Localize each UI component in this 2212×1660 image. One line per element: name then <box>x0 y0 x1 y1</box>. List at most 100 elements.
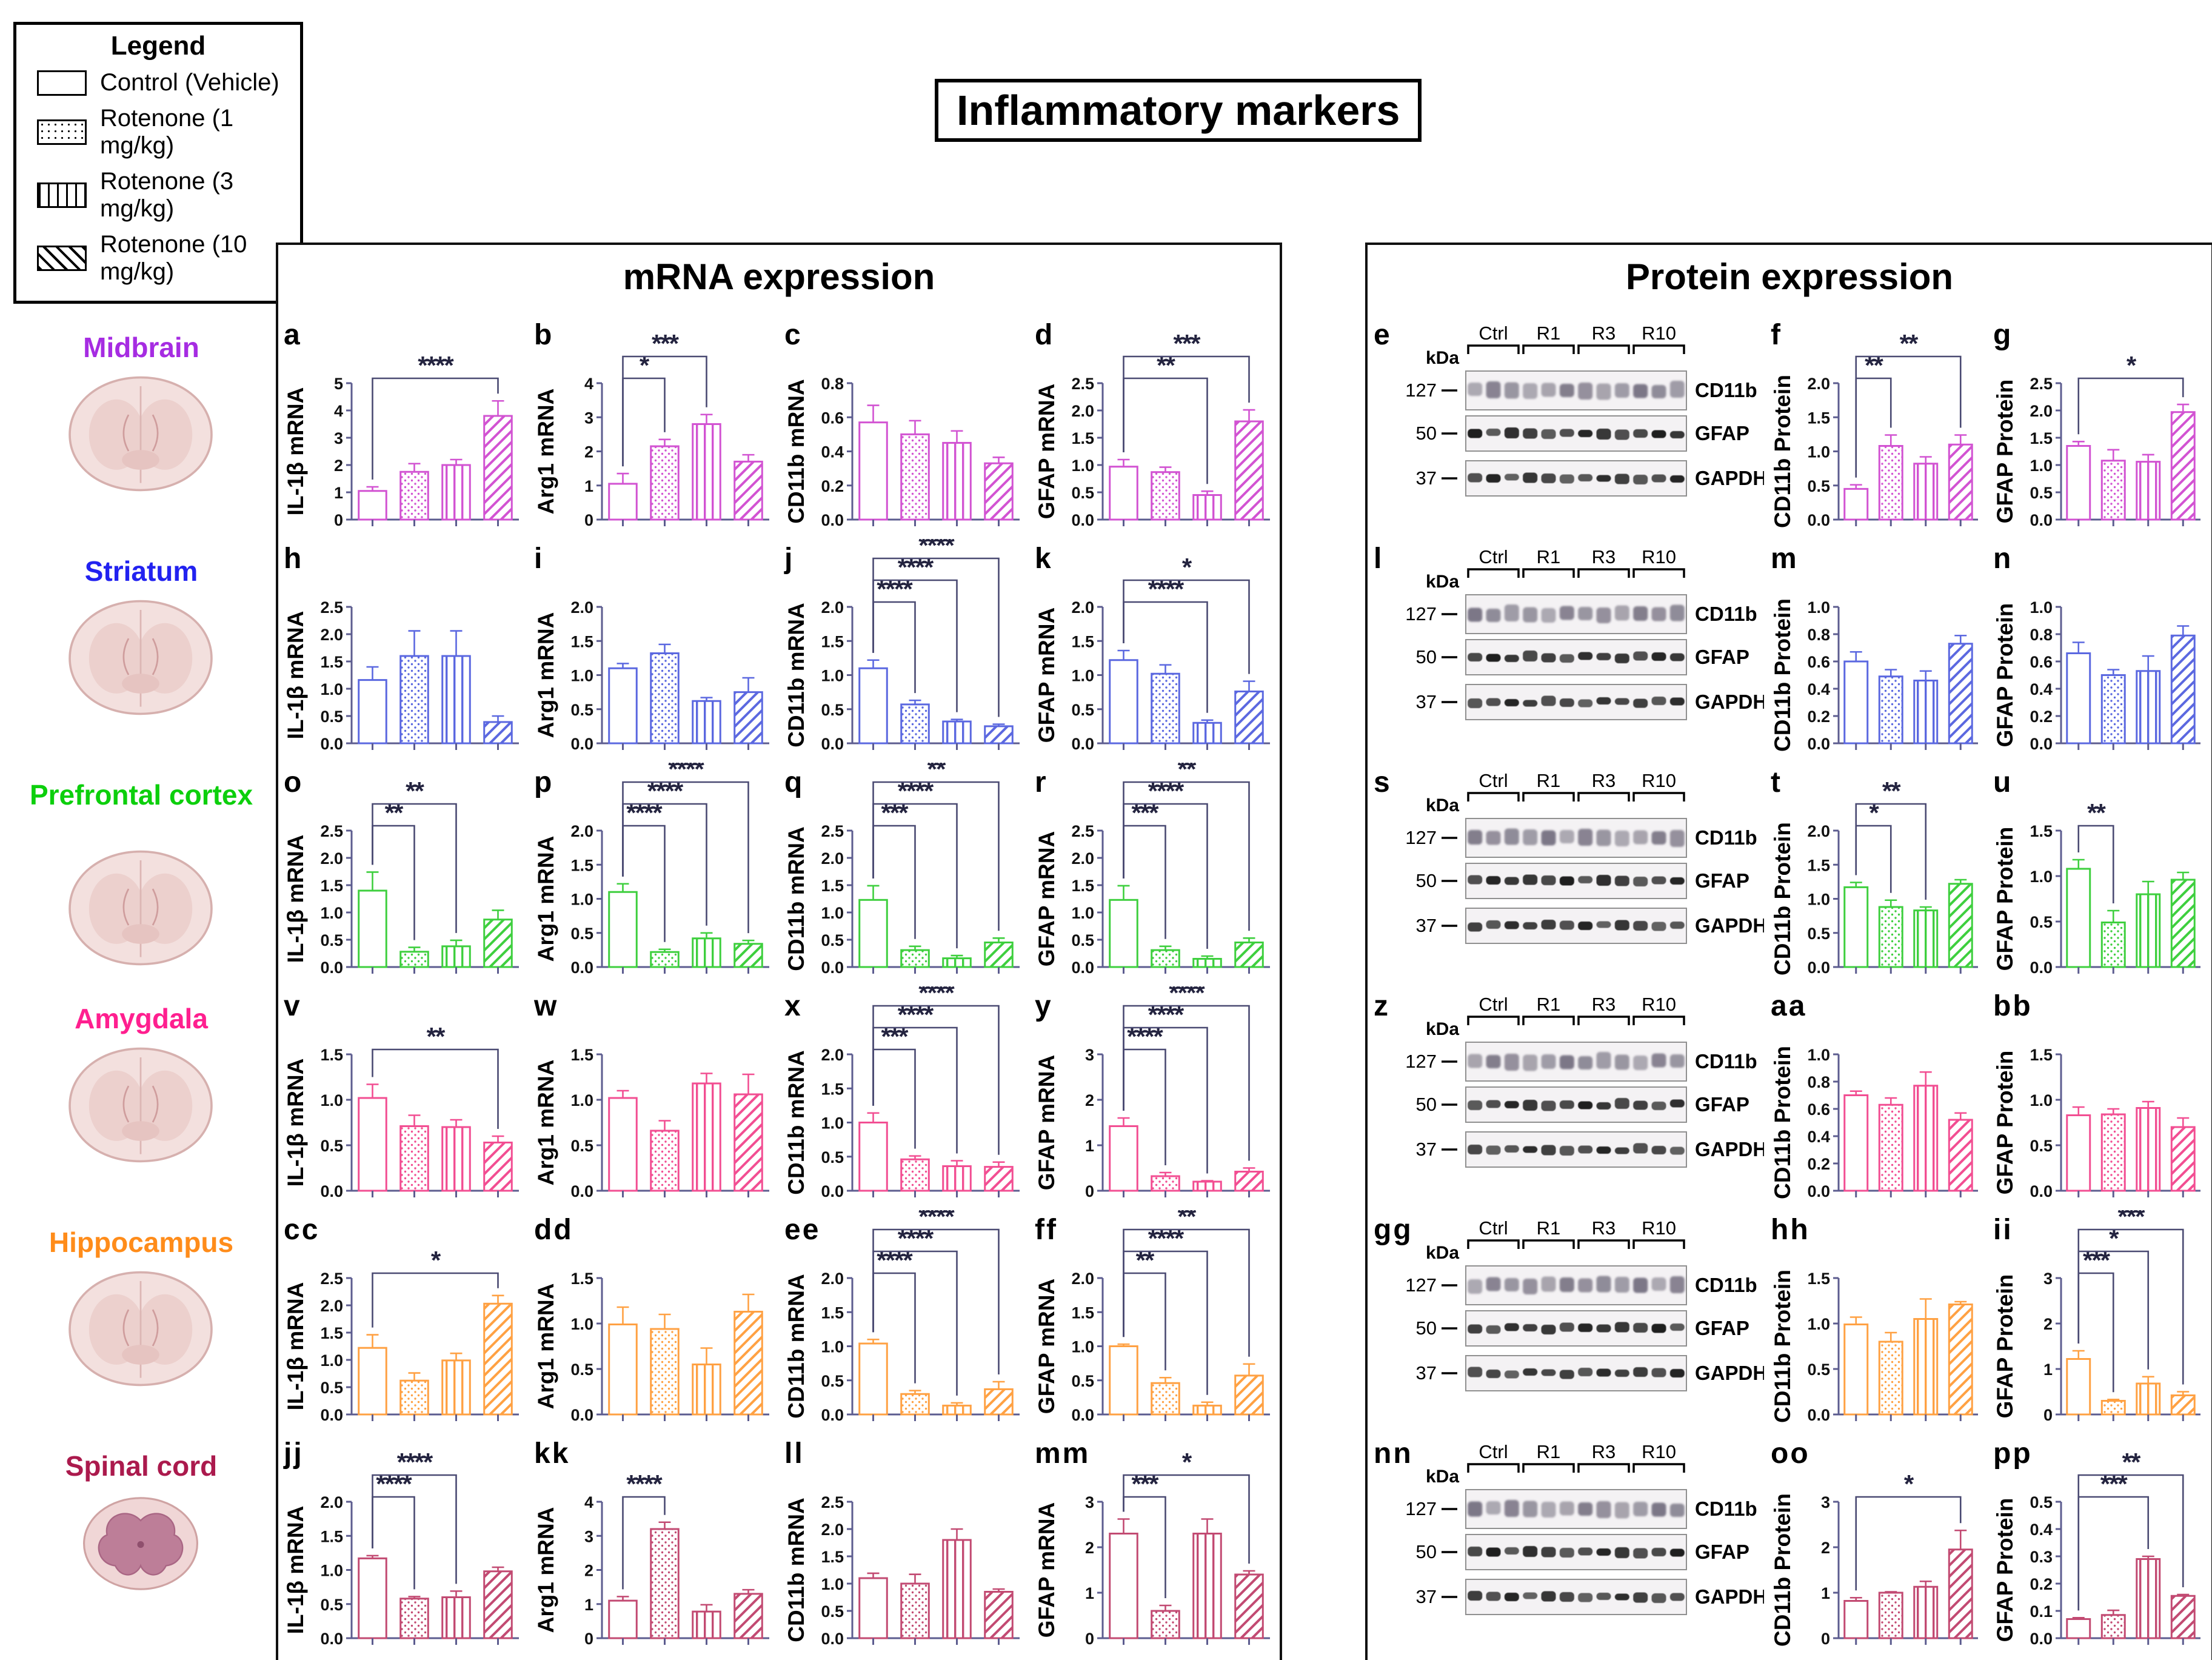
svg-text:0.4: 0.4 <box>2030 680 2053 698</box>
lane-group-label: R10 <box>1642 1217 1676 1239</box>
svg-text:0.5: 0.5 <box>320 708 343 726</box>
bar-rotenone-10 <box>483 1142 513 1192</box>
y-axis-label: GFAP mRNA <box>1034 1055 1059 1190</box>
svg-text:1.5: 1.5 <box>821 877 844 895</box>
bar-rotenone-1 <box>2100 674 2126 745</box>
bar-rotenone-3 <box>1192 1533 1222 1639</box>
sig-stars: **** <box>918 986 955 1007</box>
bar-rotenone-3 <box>1192 1180 1222 1192</box>
svg-text:1.0: 1.0 <box>570 1091 593 1109</box>
panel-letter: u <box>1993 766 2013 798</box>
bar-rotenone-10 <box>984 942 1014 968</box>
panel-letter: t <box>1771 766 1782 798</box>
bar-chart-svg-cc: cc0.00.51.01.52.02.5IL-1β mRNA* <box>283 1214 519 1424</box>
panel-letter: aa <box>1771 990 1806 1022</box>
blot-strip-gfap <box>1465 415 1687 452</box>
bar-control <box>1109 1345 1138 1416</box>
sig-bracket <box>2077 1474 2184 1611</box>
blot-strip-gapdh <box>1465 908 1687 944</box>
bar-rotenone-3 <box>2136 670 2161 745</box>
sig-bracket <box>622 1496 666 1590</box>
svg-text:0.8: 0.8 <box>821 375 844 393</box>
sig-stars: * <box>2109 1224 2119 1253</box>
panel-letter: a <box>284 319 302 351</box>
sig-bracket <box>872 1228 1000 1374</box>
legend-label: Rotenone (1 mg/kg) <box>100 105 234 159</box>
sig-bracket <box>372 377 499 480</box>
lane-group-label: R1 <box>1537 1441 1561 1462</box>
svg-text:0.8: 0.8 <box>2030 626 2053 644</box>
bar-rotenone-3 <box>441 1596 471 1639</box>
sig-bracket <box>1123 579 1250 674</box>
bar-control <box>358 1097 387 1192</box>
bar-rotenone-1 <box>1151 1610 1180 1639</box>
sig-bracket <box>2077 1228 2184 1385</box>
svg-text:1.5: 1.5 <box>1807 1270 1830 1288</box>
blot-band-label: GAPDH <box>1695 1585 1764 1608</box>
bar-rotenone-1 <box>900 703 930 745</box>
region-label-amygdala: Amygdala <box>75 1003 208 1034</box>
svg-text:1.5: 1.5 <box>1071 632 1094 651</box>
svg-text:0.5: 0.5 <box>2030 913 2053 931</box>
region-label-midbrain: Midbrain <box>83 332 199 363</box>
bar-control <box>858 899 888 968</box>
svg-text:2.5: 2.5 <box>320 598 343 617</box>
svg-text:0.0: 0.0 <box>1071 1406 1094 1424</box>
blot-band-label: GFAP <box>1695 869 1749 892</box>
panel-letter: n <box>1993 543 2013 575</box>
svg-text:0.5: 0.5 <box>320 1596 343 1614</box>
svg-text:0.0: 0.0 <box>320 959 343 977</box>
kda-label: kDa <box>1426 1467 1459 1487</box>
svg-text:0.4: 0.4 <box>1807 680 1830 698</box>
lane-group-label: R10 <box>1642 1441 1676 1462</box>
y-axis-label: GFAP Protein <box>1993 1051 2017 1195</box>
lane-group-label: R1 <box>1537 1217 1561 1239</box>
molecular-weight-label: 37 <box>1416 1139 1437 1160</box>
bar-rotenone-10 <box>1948 1304 1973 1416</box>
y-axis-label: GFAP Protein <box>1993 827 2017 971</box>
sig-stars: *** <box>1173 329 1201 358</box>
panel-letter: l <box>1374 543 1383 575</box>
blot-strip-gapdh <box>1465 1355 1687 1391</box>
sig-stars: * <box>2127 351 2137 380</box>
prefrontal-cortex-image <box>58 842 223 977</box>
bar-rotenone-3 <box>2136 1558 2161 1639</box>
bar-rotenone-3 <box>2136 461 2161 521</box>
y-axis-label: CD11b Protein <box>1770 1046 1795 1199</box>
sig-stars: *** <box>652 329 680 358</box>
svg-text:0.6: 0.6 <box>821 409 844 427</box>
sig-bracket <box>1123 1474 1250 1564</box>
svg-text:1.5: 1.5 <box>2030 822 2053 840</box>
molecular-weight-label: 127 <box>1405 380 1437 401</box>
svg-text:1.5: 1.5 <box>821 1080 844 1098</box>
svg-text:0.5: 0.5 <box>320 1137 343 1155</box>
svg-text:2.0: 2.0 <box>1071 598 1094 617</box>
svg-text:4: 4 <box>334 402 343 420</box>
sig-bracket <box>872 557 1000 717</box>
bar-rotenone-1 <box>900 949 930 968</box>
bar-control <box>608 891 638 968</box>
svg-text:3: 3 <box>584 1527 593 1545</box>
svg-text:1.5: 1.5 <box>320 1046 343 1064</box>
